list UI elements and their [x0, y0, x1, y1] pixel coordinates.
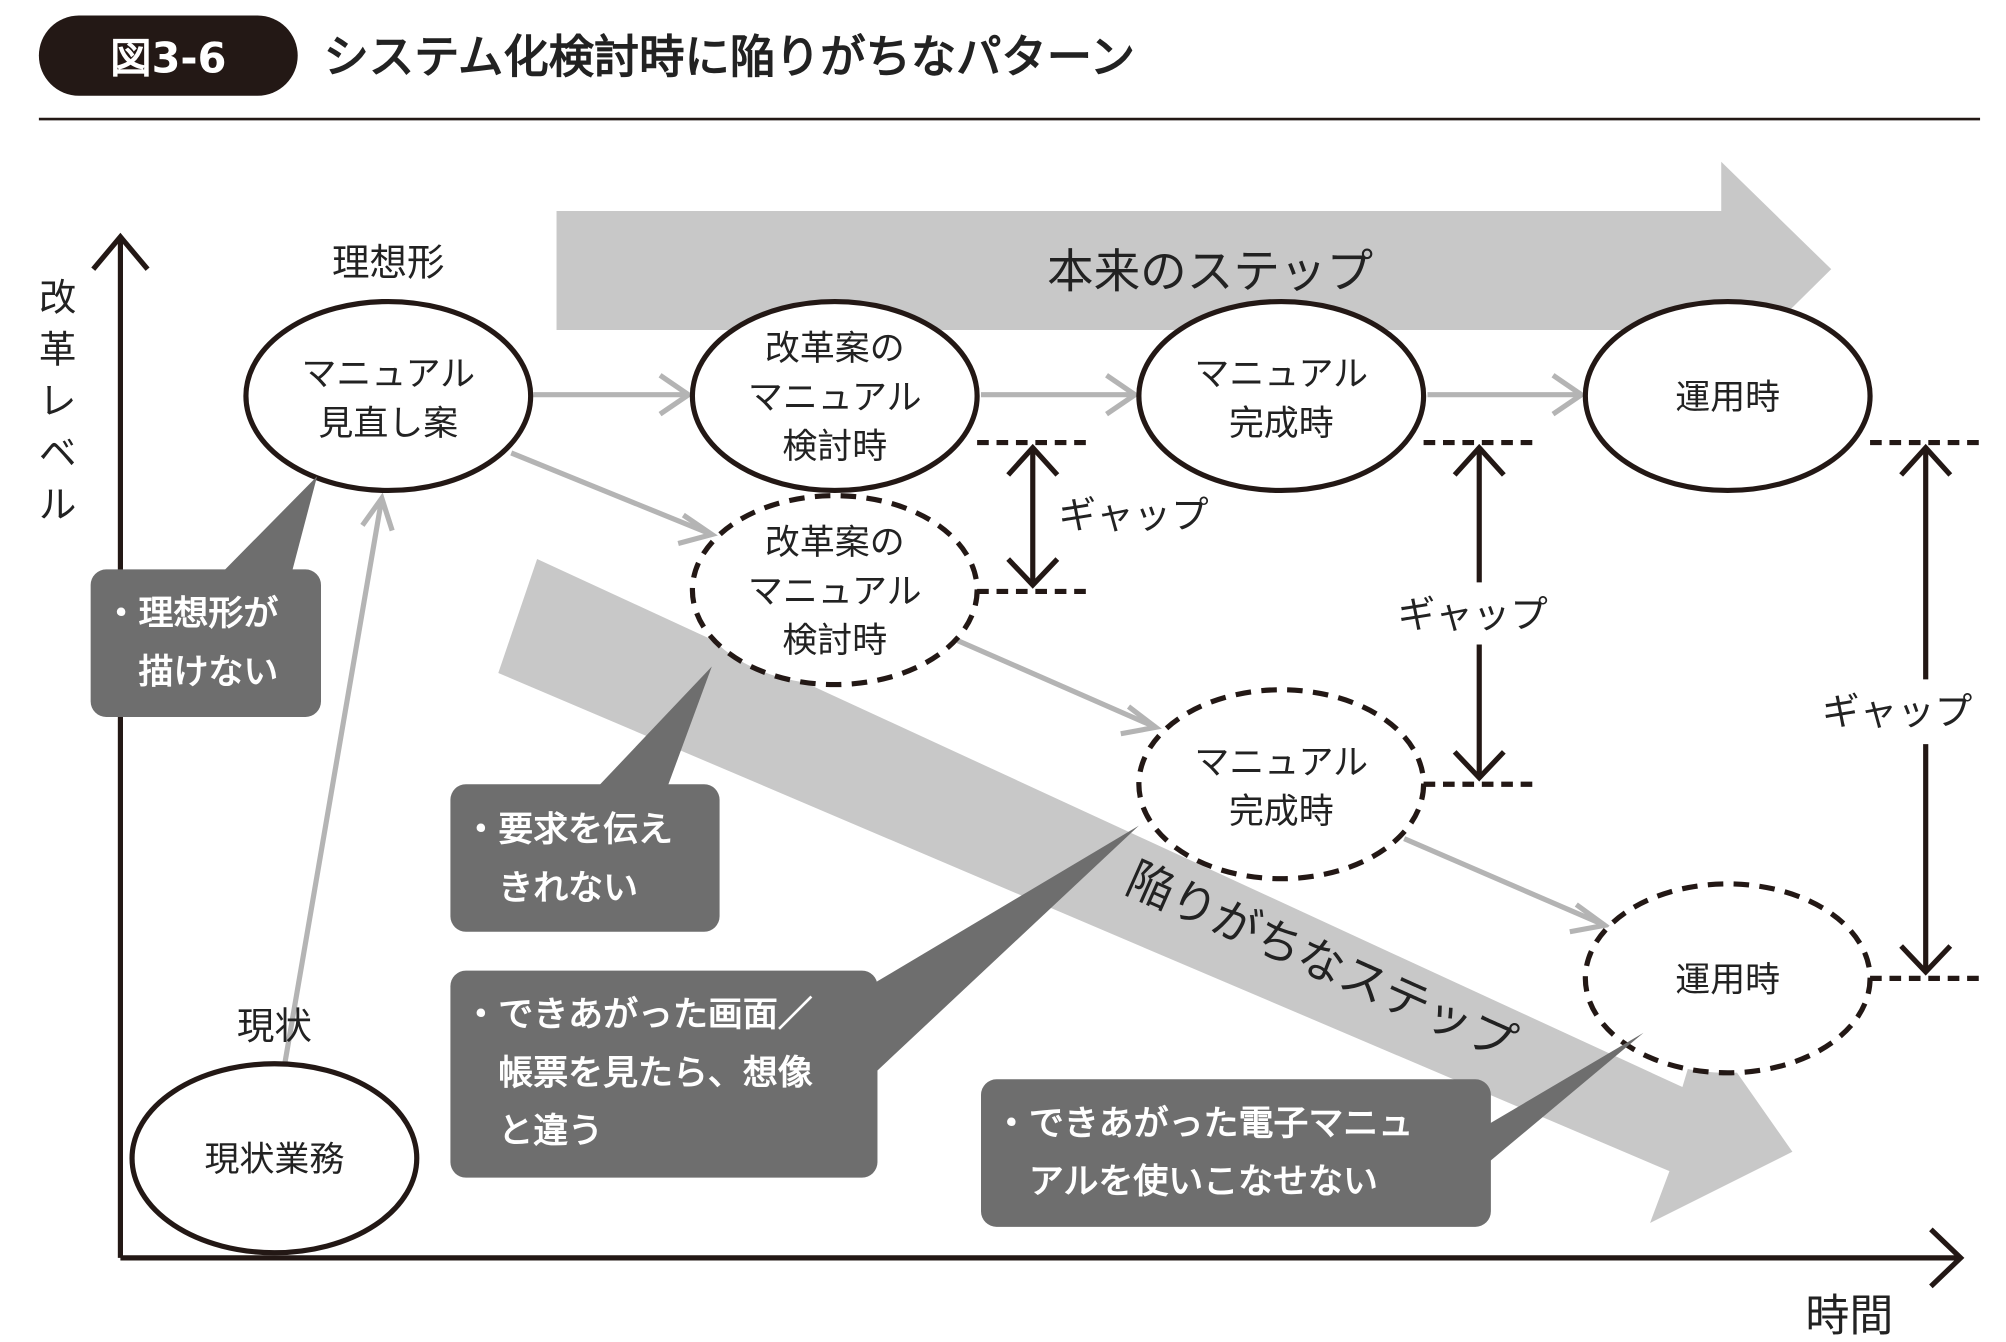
node-ideal-plan-line: マニュアル	[301, 355, 475, 395]
callout-1	[90, 569, 321, 717]
callout-3-line: 帳票を見たら、想像	[463, 1053, 812, 1093]
node-ideal-plan	[243, 298, 534, 494]
node-manual-done-ideal	[1136, 298, 1427, 494]
y-axis-label: 改 革 レ ベ ル	[39, 276, 77, 527]
node-manual-done-actual	[1136, 687, 1427, 882]
callout-4	[981, 1079, 1491, 1227]
gap-arrowhead	[1006, 443, 1060, 477]
gap-arrowhead	[1899, 944, 1953, 976]
label-ideal: 理想形	[332, 241, 445, 285]
node-reform-actual-line: マニュアル	[748, 572, 922, 612]
gap-label-3: ギャップ	[1822, 690, 1972, 734]
gap-arrowhead	[1899, 443, 1953, 477]
node-operation-actual-line: 運用時	[1675, 960, 1780, 1000]
ideal-step-label: 本来のステップ	[1047, 244, 1373, 298]
connector-head	[658, 373, 694, 417]
figure-badge-text: 図3-6	[110, 34, 226, 82]
gap-arrowhead	[1006, 557, 1060, 589]
y-axis-label-char: 改	[39, 276, 77, 320]
gap-arrowhead	[1452, 750, 1506, 782]
y-axis-label-char: レ	[39, 379, 77, 423]
node-reform-actual-line: 検討時	[782, 621, 887, 661]
callout-pointer	[220, 476, 318, 575]
callout-4-line: ・できあがった電子マニュ	[994, 1104, 1413, 1144]
figure-title: システム化検討時に陥りがちなパターン	[324, 30, 1135, 83]
connector-head	[1569, 902, 1612, 935]
node-ideal-plan-line: 見直し案	[318, 404, 458, 444]
callout-3-line: ・できあがった画面／	[463, 995, 812, 1035]
callout-1-line: 描けない	[104, 652, 279, 692]
connector	[956, 638, 1157, 730]
node-reform-ideal-line: 改革案の	[765, 329, 905, 369]
y-axis-arrowhead	[91, 232, 150, 271]
node-reform-ideal-line: マニュアル	[748, 378, 922, 418]
label-current: 現状	[237, 1004, 312, 1048]
gap-arrowhead	[1452, 443, 1506, 477]
connector	[510, 450, 713, 537]
callout-1-line: ・理想形が	[104, 594, 279, 634]
callout-pointer	[595, 666, 712, 790]
connector-head	[677, 512, 718, 547]
pitfall-step-arrow	[498, 559, 1793, 1223]
node-manual-done-actual-line: 完成時	[1229, 792, 1334, 832]
node-manual-done-ideal-line: マニュアル	[1194, 355, 1368, 395]
connector-head	[1105, 373, 1140, 417]
callout-2	[450, 784, 720, 932]
node-reform-ideal-line: 検討時	[782, 427, 887, 467]
x-axis-label: 時間	[1805, 1290, 1893, 1341]
connector-head	[360, 492, 395, 532]
node-reform-actual-line: 改革案の	[765, 523, 905, 563]
callout-3	[450, 970, 878, 1178]
y-axis-label-char: 革	[39, 327, 77, 371]
node-operation-ideal-line: 運用時	[1675, 378, 1780, 418]
node-operation-ideal	[1582, 298, 1873, 494]
node-current-work	[129, 1061, 420, 1256]
node-manual-done-ideal-line: 完成時	[1229, 404, 1334, 444]
x-axis-arrowhead	[1929, 1227, 1965, 1289]
callout-3-line: と違う	[463, 1112, 603, 1152]
callout-4-line: アルを使いこなせない	[994, 1162, 1378, 1202]
connector-head	[1120, 704, 1162, 737]
node-reform-ideal	[689, 298, 980, 494]
callout-2-line: ・要求を伝え	[463, 810, 673, 850]
figure-badge	[38, 15, 298, 96]
gap-label-2: ギャップ	[1398, 593, 1548, 637]
node-manual-done-actual-line: マニュアル	[1194, 743, 1368, 783]
connector-head	[1551, 373, 1587, 417]
connector	[282, 497, 385, 1065]
y-axis-label-char: ル	[39, 483, 77, 527]
y-axis-label-char: ベ	[39, 431, 77, 475]
callout-2-line: きれない	[463, 868, 638, 908]
gap-label-1: ギャップ	[1059, 493, 1209, 537]
node-current-work-line: 現状業務	[205, 1140, 345, 1180]
connector	[1403, 836, 1606, 928]
callout-pointer	[873, 825, 1139, 1075]
